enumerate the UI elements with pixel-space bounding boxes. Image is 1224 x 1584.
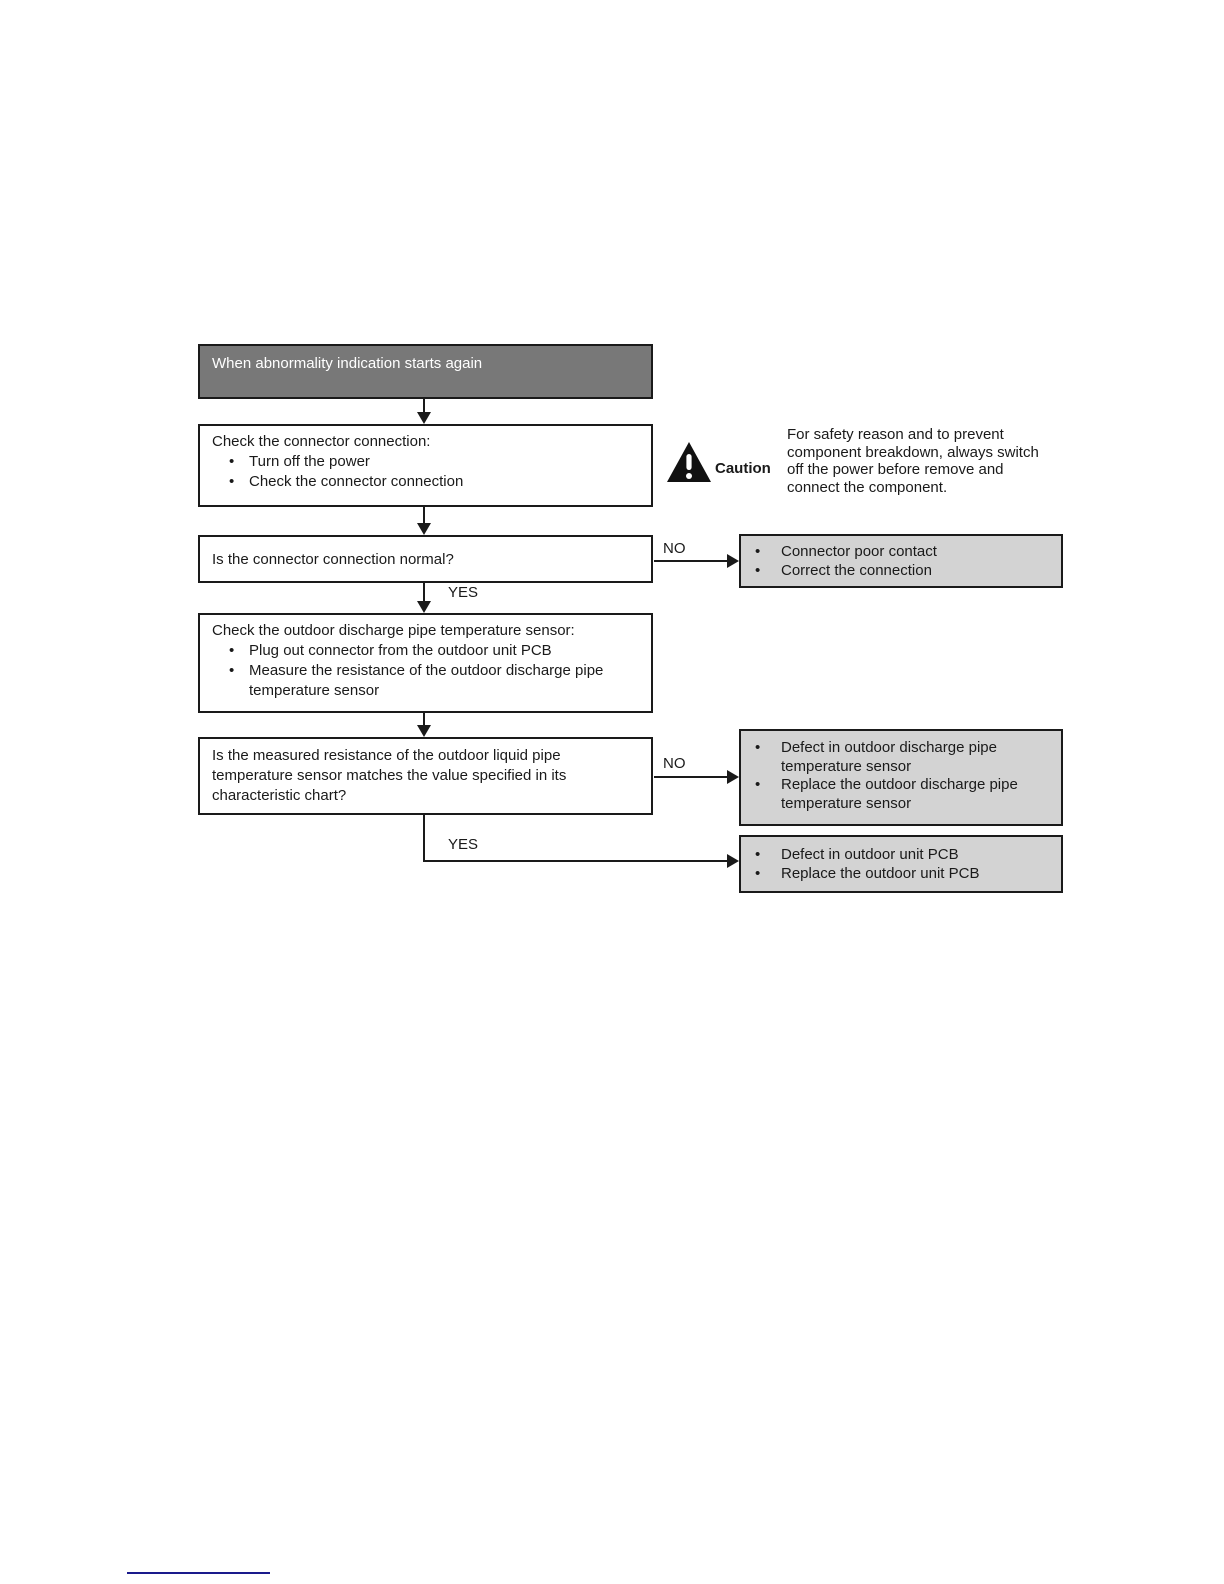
arrowhead-right-icon [727,854,739,868]
decision-question-line: Is the measured resistance of the outdoo… [212,747,561,764]
start-node-label: When abnormality indication starts again [212,355,483,372]
caution-note-line: off the power before remove and [787,461,1004,478]
arrowhead-down-icon [417,601,431,613]
bullet-icon: • [229,662,235,679]
arrowhead-down-icon [417,523,431,535]
decision-question: Is the connector connection normal? [212,550,454,568]
list-item-text: Replace the outdoor discharge pipe tempe… [781,776,1018,812]
yes-branch-label: YES [448,584,479,601]
process-title: Check the outdoor discharge pipe tempera… [212,622,575,639]
list-item-text: Defect in outdoor discharge pipe tempera… [781,739,997,775]
bullet-icon: • [755,865,761,882]
list-item-text: Replace the outdoor unit PCB [781,865,980,882]
yes-branch-label: YES [448,836,479,853]
bullet-icon: • [229,642,235,659]
caution-note: For safety reason and to prevent compone… [787,426,1087,496]
no-branch-label: NO [663,755,686,772]
list-item: • Correct the connection [741,561,1061,580]
caution-label: Caution [715,460,771,477]
list-item-text: Correct the connection [781,562,932,579]
process-title: Check the connector connection: [212,433,431,450]
decision-question-line: temperature sensor matches the value spe… [212,767,567,784]
connector-line [423,860,728,862]
bullet-icon: • [755,739,761,756]
list-item: • Connector poor contact [741,542,1061,561]
decision-connector-normal: Is the connector connection normal? [198,535,653,583]
decision-resistance-match: Is the measured resistance of the outdoo… [198,737,653,815]
connector-line [423,815,425,862]
footer-rule [127,1572,270,1574]
connector-line [423,399,425,413]
caution-note-line: For safety reason and to prevent [787,426,1004,443]
list-item-text: Measure the resistance of the outdoor di… [249,662,604,699]
result-sensor-defect: • Defect in outdoor discharge pipe tempe… [739,729,1063,826]
caution-note-line: connect the component. [787,478,948,496]
bullet-icon: • [229,453,235,470]
list-item: • Turn off the power [212,452,641,472]
list-item-text: Plug out connector from the outdoor unit… [249,642,552,659]
caution-note-line: component breakdown, always switch [787,443,1039,461]
caution-icon [667,442,711,482]
bullet-icon: • [755,776,761,793]
result-connector-contact: • Connector poor contact • Correct the c… [739,534,1063,588]
arrowhead-right-icon [727,554,739,568]
result-pcb-defect: • Defect in outdoor unit PCB • Replace t… [739,835,1063,893]
process-check-sensor: Check the outdoor discharge pipe tempera… [198,613,653,713]
arrowhead-down-icon [417,412,431,424]
connector-line [654,776,728,778]
list-item: • Plug out connector from the outdoor un… [212,641,641,661]
bullet-icon: • [755,543,761,560]
decision-question-line: characteristic chart? [212,787,347,804]
start-node: When abnormality indication starts again [198,344,653,399]
list-item-text: Turn off the power [249,453,370,470]
bullet-icon: • [755,562,761,579]
arrowhead-right-icon [727,770,739,784]
list-item: • Defect in outdoor discharge pipe tempe… [741,739,1061,776]
bullet-icon: • [755,846,761,863]
connector-line [423,507,425,524]
no-branch-label: NO [663,540,686,557]
list-item-text: Connector poor contact [781,543,937,560]
process-check-connector: Check the connector connection: • Turn o… [198,424,653,507]
connector-line [423,713,425,726]
bullet-icon: • [229,473,235,490]
list-item: • Measure the resistance of the outdoor … [212,661,641,701]
list-item-text: Check the connector connection [249,473,464,490]
list-item: • Replace the outdoor unit PCB [741,864,1061,883]
list-item-text: Defect in outdoor unit PCB [781,846,959,863]
connector-line [423,583,425,602]
connector-line [654,560,728,562]
arrowhead-down-icon [417,725,431,737]
list-item: • Replace the outdoor discharge pipe tem… [741,776,1061,813]
list-item: • Check the connector connection [212,472,641,492]
list-item: • Defect in outdoor unit PCB [741,845,1061,864]
